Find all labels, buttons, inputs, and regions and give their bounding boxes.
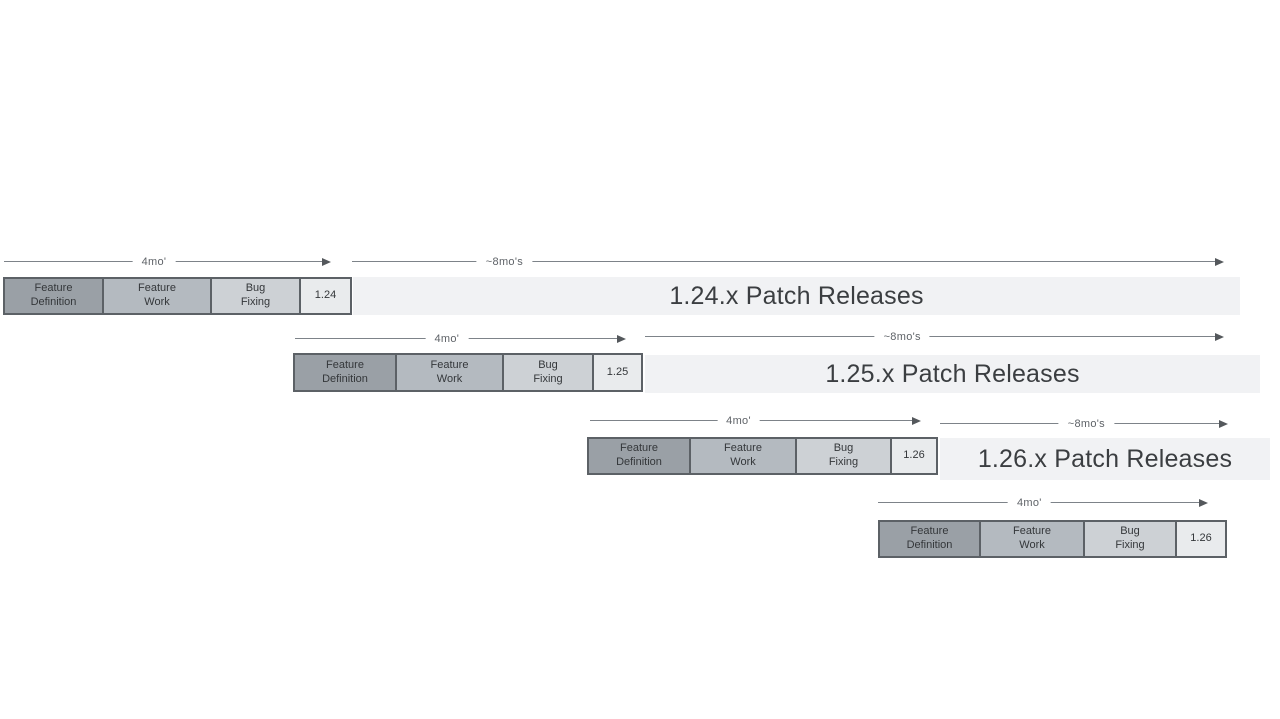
stage-label: Feature Work bbox=[138, 282, 176, 308]
stage-bug-fixing: Bug Fixing bbox=[1083, 522, 1175, 556]
arrow-head-icon bbox=[1215, 257, 1224, 266]
release-stage-boxes: Feature Definition Feature Work Bug Fixi… bbox=[293, 353, 643, 392]
release-stage-boxes: Feature Definition Feature Work Bug Fixi… bbox=[878, 520, 1227, 558]
timeline-arrow-8mo: ~8mo's bbox=[645, 330, 1224, 345]
stage-bug-fixing: Bug Fixing bbox=[795, 439, 890, 473]
stage-feature-work: Feature Work bbox=[102, 279, 210, 313]
duration-label-8mo: ~8mo's bbox=[874, 330, 930, 345]
timeline-arrow-4mo: 4mo' bbox=[4, 255, 331, 270]
timeline-arrow-4mo: 4mo' bbox=[590, 414, 921, 429]
patch-releases-bar: 1.26.x Patch Releases bbox=[940, 438, 1270, 480]
timeline-arrow-4mo: 4mo' bbox=[878, 496, 1208, 511]
version-box: 1.25 bbox=[592, 355, 641, 390]
stage-label: Feature Work bbox=[724, 442, 762, 468]
stage-feature-work: Feature Work bbox=[979, 522, 1083, 556]
version-label: 1.26 bbox=[1190, 532, 1212, 545]
release-stage-boxes: Feature Definition Feature Work Bug Fixi… bbox=[587, 437, 938, 475]
arrow-head-icon bbox=[1215, 332, 1224, 341]
duration-label-4mo: 4mo' bbox=[717, 414, 760, 429]
version-label: 1.25 bbox=[606, 365, 629, 378]
patch-releases-label: 1.25.x Patch Releases bbox=[825, 359, 1080, 388]
version-box: 1.26 bbox=[890, 439, 936, 473]
arrow-head-icon bbox=[912, 416, 921, 425]
stage-label: Bug Fixing bbox=[533, 358, 563, 385]
arrow-head-icon bbox=[1219, 419, 1228, 428]
arrow-line bbox=[645, 336, 1221, 337]
stage-feature-definition: Feature Definition bbox=[880, 522, 979, 556]
stage-label: Feature Definition bbox=[616, 442, 662, 468]
stage-bug-fixing: Bug Fixing bbox=[210, 279, 299, 313]
timeline-arrow-8mo: ~8mo's bbox=[352, 255, 1224, 270]
patch-releases-bar: 1.24.x Patch Releases bbox=[353, 277, 1240, 315]
stage-label: Bug Fixing bbox=[1115, 525, 1145, 551]
stage-label: Feature Definition bbox=[30, 282, 77, 308]
duration-label-4mo: 4mo' bbox=[425, 332, 469, 347]
stage-label: Feature Work bbox=[430, 358, 469, 385]
version-box: 1.24 bbox=[299, 279, 350, 313]
stage-label: Feature Definition bbox=[906, 525, 953, 551]
release-stage-boxes: Feature Definition Feature Work Bug Fixi… bbox=[3, 277, 352, 315]
stage-feature-definition: Feature Definition bbox=[5, 279, 102, 313]
duration-label-8mo: ~8mo's bbox=[476, 255, 533, 270]
version-box: 1.26 bbox=[1175, 522, 1225, 556]
duration-label-8mo: ~8mo's bbox=[1058, 417, 1114, 432]
patch-releases-bar: 1.25.x Patch Releases bbox=[645, 355, 1260, 393]
arrow-head-icon bbox=[322, 257, 331, 266]
stage-feature-work: Feature Work bbox=[689, 439, 795, 473]
timeline-arrow-4mo: 4mo' bbox=[295, 332, 626, 347]
duration-label-4mo: 4mo' bbox=[1007, 496, 1051, 511]
timeline-arrow-8mo: ~8mo's bbox=[940, 417, 1228, 432]
patch-releases-label: 1.24.x Patch Releases bbox=[669, 281, 924, 310]
version-label: 1.24 bbox=[314, 289, 337, 302]
stage-label: Bug Fixing bbox=[828, 442, 859, 468]
stage-feature-definition: Feature Definition bbox=[295, 355, 395, 390]
stage-feature-work: Feature Work bbox=[395, 355, 502, 390]
patch-releases-label: 1.26.x Patch Releases bbox=[977, 444, 1233, 473]
stage-label: Bug Fixing bbox=[240, 282, 271, 308]
stage-label: Feature Work bbox=[1013, 525, 1051, 551]
arrow-head-icon bbox=[617, 334, 626, 343]
duration-label-4mo: 4mo' bbox=[132, 255, 176, 270]
stage-bug-fixing: Bug Fixing bbox=[502, 355, 592, 390]
arrow-line bbox=[352, 261, 1221, 262]
version-label: 1.26 bbox=[903, 449, 925, 462]
arrow-head-icon bbox=[1199, 498, 1208, 507]
stage-feature-definition: Feature Definition bbox=[589, 439, 689, 473]
stage-label: Feature Definition bbox=[322, 358, 368, 385]
